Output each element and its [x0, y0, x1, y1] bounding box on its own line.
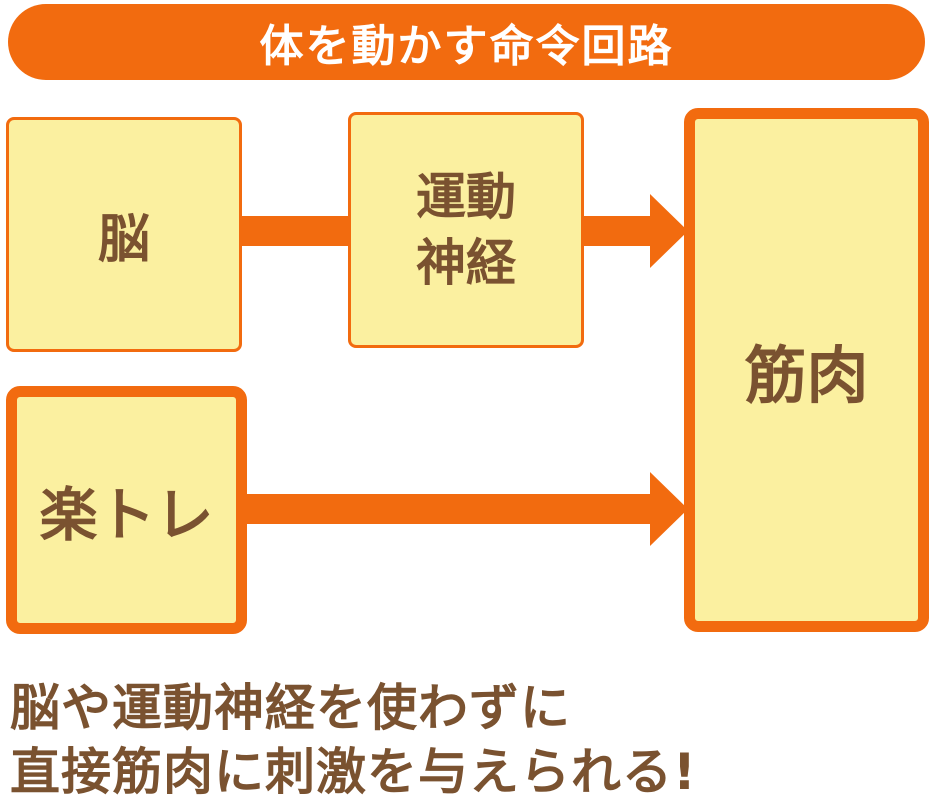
caption-line-1: 脳や運動神経を使わずに: [10, 679, 571, 737]
brain-node: 脳: [6, 117, 242, 352]
rakutore-node: 楽トレ: [6, 386, 247, 634]
caption-line-2: 直接筋肉に刺激を与えられる!: [10, 743, 697, 801]
connector-brain-to-nerve: [240, 216, 350, 246]
motor-nerve-label-line1: 運動: [416, 168, 516, 226]
arrow-shaft-rakutore-to-muscle: [245, 494, 654, 524]
header-title: 体を動かす命令回路: [259, 21, 674, 72]
motor-nerve-node: 運動 神経: [348, 112, 584, 348]
header-banner: 体を動かす命令回路: [8, 4, 925, 80]
rakutore-label: 楽トレ: [39, 481, 214, 549]
motor-nerve-label-line2: 神経: [416, 234, 516, 292]
brain-label: 脳: [97, 210, 150, 270]
arrow-head-nerve-to-muscle: [650, 194, 688, 268]
muscle-label: 筋肉: [744, 339, 869, 412]
arrow-head-rakutore-to-muscle: [650, 472, 688, 546]
muscle-node: 筋肉: [684, 108, 929, 632]
arrow-shaft-nerve-to-muscle: [582, 216, 654, 246]
